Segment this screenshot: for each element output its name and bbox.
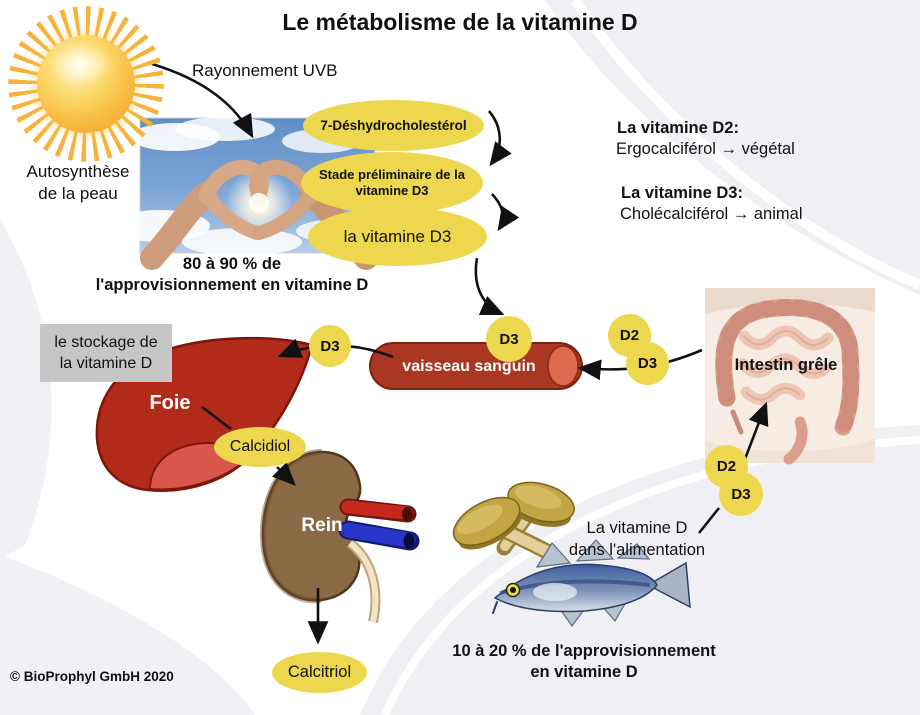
skin-autosynthesis-label: Autosynthèse de la peau [8, 161, 148, 205]
fish-icon [492, 539, 691, 628]
sun-icon [8, 6, 164, 162]
stage-previtamin-d3: Stade préliminaire de la vitamine D3 [301, 152, 483, 214]
skin-supply-share-label: 80 à 90 % de l'approvisionnement en vita… [52, 254, 412, 296]
line-liver-to-calcidiol [201, 405, 232, 431]
d3-marker-food: D3 [719, 472, 763, 516]
d3-marker-to-liver: D3 [309, 325, 351, 367]
kidney-illustration [259, 449, 420, 624]
page-title: Le métabolisme de la vitamine D [282, 9, 638, 35]
stage-7-dehydrocholesterol: 7-Déshydrocholestérol [303, 100, 484, 151]
skin-supply-line2: l'approvisionnement en vitamine D [95, 276, 369, 294]
arrow-stage1-to-stage2 [487, 110, 512, 167]
vitamin-d2-title: La vitamine D2: [617, 119, 739, 137]
sun-orb [37, 35, 135, 133]
copyright-note: © BioProphyl GmbH 2020 [10, 669, 174, 684]
food-label-line1: La vitamine D [586, 519, 688, 537]
vitamin-d3-desc: Cholécalciférol → animal [620, 205, 803, 223]
food-supply-line2: en vitamine D [530, 663, 638, 681]
line-foodlabel-to-d3 [697, 507, 721, 534]
mushrooms-icon [452, 481, 575, 560]
intestine-illustration [705, 288, 875, 465]
d3-marker-from-gut: D3 [626, 342, 669, 385]
stage2-line2: vitamine D3 [355, 183, 429, 198]
food-supply-line1: 10 à 20 % de l'approvisionnement [452, 642, 716, 660]
arrow-stage2-to-stage3 [491, 193, 520, 232]
blood-vessel-label: vaisseau sanguin [402, 358, 536, 375]
vitamin-d3-title: La vitamine D3: [621, 184, 743, 202]
kidney-label: Rein [301, 515, 343, 536]
vitamin-d2-desc: Ergocalciférol → végétal [616, 140, 795, 158]
calcitriol-bubble: Calcitriol [272, 652, 367, 693]
arrow-stage3-to-vessel [474, 257, 505, 316]
stage-vitamin-d3: la vitamine D3 [308, 207, 487, 266]
storage-line2: la vitamine D [59, 355, 153, 372]
food-supply-share-label: 10 à 20 % de l'approvisionnement en vita… [420, 641, 748, 683]
storage-line1: le stockage de [54, 334, 158, 351]
small-intestine-label: Intestin grêle [734, 356, 838, 374]
stage2-line1: Stade préliminaire de la [319, 167, 465, 182]
arrow-food-to-intestine [743, 401, 769, 460]
skin-label-line2: de la peau [38, 184, 118, 203]
food-label-line2: dans l'alimentation [568, 541, 706, 559]
liver-label: Foie [149, 392, 191, 414]
arrow-sun-to-skin [151, 62, 254, 139]
skin-supply-line1: 80 à 90 % de [182, 255, 282, 273]
skin-label-line1: Autosynthèse [26, 162, 130, 181]
uvb-radiation-label: Rayonnement UVB [192, 61, 338, 80]
food-source-label: La vitamine D dans l'alimentation [548, 517, 726, 561]
arrow-calcidiol-to-kidney [271, 461, 296, 486]
d3-marker-on-vessel: D3 [486, 316, 532, 362]
calcidiol-bubble: Calcidiol [214, 427, 306, 467]
storage-box: le stockage de la vitamine D [40, 324, 172, 382]
